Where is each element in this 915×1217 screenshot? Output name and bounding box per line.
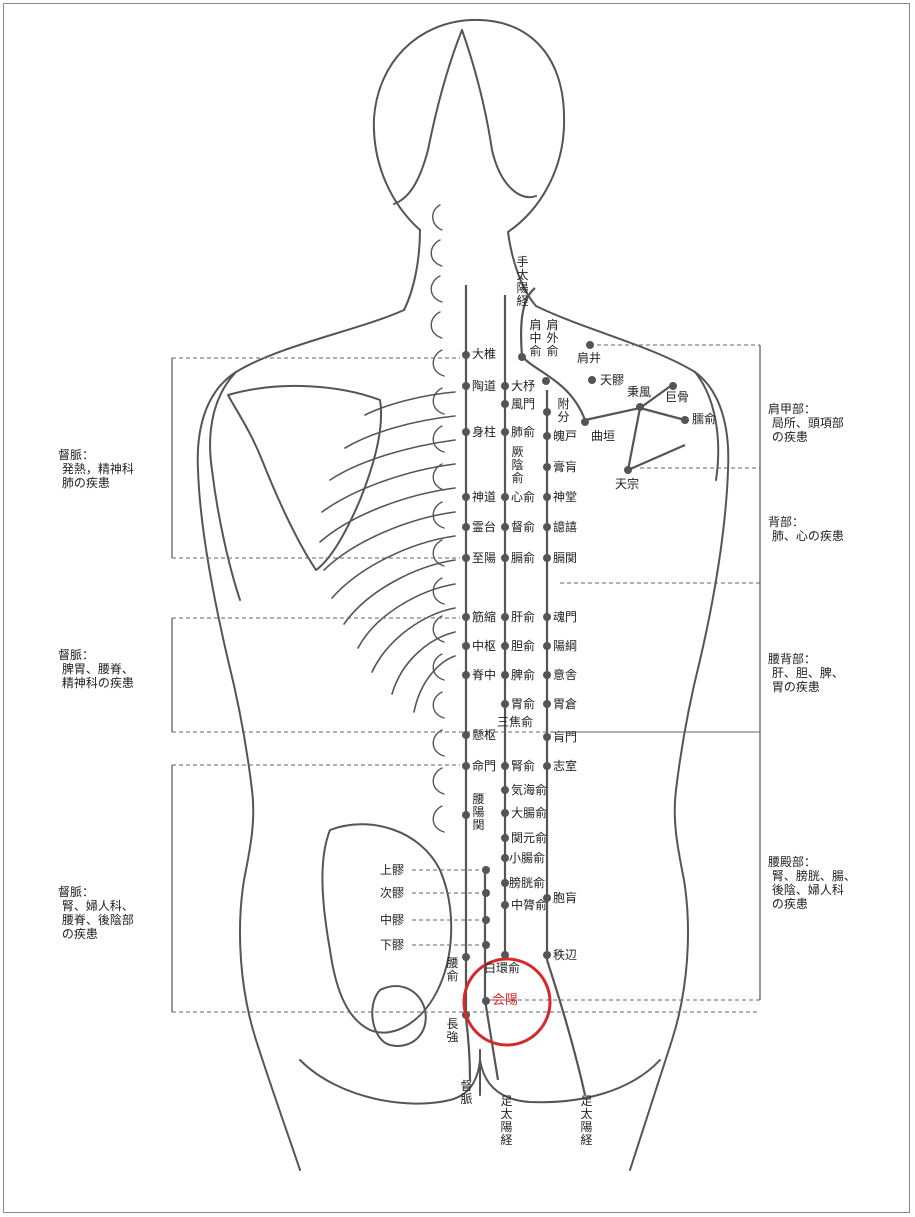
region-left-lower: 督脈： 腎、婦人科、 腰脊、後陰部 の疾患 <box>58 885 134 941</box>
point-tianzong: 天宗 <box>615 478 639 491</box>
hair-line <box>394 30 536 204</box>
point-changqiang: 長強 <box>446 1018 459 1044</box>
point-shangliao: 上髎 <box>380 864 404 877</box>
point-jizhong: 脊中 <box>472 669 496 682</box>
point-zhibian: 秩辺 <box>553 949 577 962</box>
point-zhiyang: 至陽 <box>472 552 496 565</box>
point-yanggang: 陽綱 <box>553 640 577 653</box>
point-jianjing: 肩井 <box>577 352 601 365</box>
point-qihaishu: 気海俞 <box>511 784 547 797</box>
point-shenzhu: 身柱 <box>472 426 496 439</box>
point-fufen: 附分 <box>557 398 570 424</box>
point-pangguangshu: 膀胱俞 <box>509 877 545 890</box>
point-xuanshu: 懸枢 <box>472 729 496 742</box>
point-mingmen: 命門 <box>472 760 496 773</box>
meridian-label-si: 手太陽経 <box>516 256 529 308</box>
point-bingfeng: 秉風 <box>627 386 651 399</box>
point-yaoshu: 腰俞 <box>446 957 459 983</box>
point-yishe: 意舎 <box>553 669 577 682</box>
region-left-upper: 督脈： 発熱，精神科 肺の疾患 <box>58 448 134 490</box>
meridian-label-bl-outer: 足太陽経 <box>580 1095 593 1147</box>
bl-outer-lower <box>547 960 585 1095</box>
region-right-back: 背部： 肺、心の疾患 <box>768 515 844 543</box>
right-waist-outline <box>630 790 688 1170</box>
point-jianwaishu: 肩外俞 <box>546 319 559 358</box>
pelvis-outline <box>322 824 451 1032</box>
point-geguan: 膈関 <box>553 552 577 565</box>
region-left-middle: 督脈： 脾胃、腰脊、 精神科の疾患 <box>58 648 134 690</box>
point-xialiao: 下髎 <box>380 939 404 952</box>
point-gaohuang: 膏肓 <box>553 461 577 474</box>
point-shentang: 神堂 <box>553 491 577 504</box>
region-right-lumbar: 腰背部： 肝、胆、脾、 胃の疾患 <box>768 652 844 694</box>
right-arm-outline <box>695 372 718 480</box>
point-shendao: 神道 <box>472 491 496 504</box>
point-hunmen: 魂門 <box>553 611 577 624</box>
ribs <box>320 392 455 712</box>
point-jianzhongshu: 肩中俞 <box>529 319 542 358</box>
meridian-label-gv: 督脈 <box>460 1080 473 1106</box>
point-pohu: 魄戸 <box>553 430 577 443</box>
point-weishu: 胃俞 <box>511 698 535 711</box>
point-jinsuo: 筋縮 <box>472 611 496 624</box>
region-right-sacral: 腰殿部： 腎、膀胱、腸、 後陰、婦人科 の疾患 <box>768 855 856 911</box>
spine-vertebrae <box>431 205 444 832</box>
point-danshu: 胆俞 <box>511 640 535 653</box>
point-zhongliao: 中髎 <box>380 914 404 927</box>
point-daizhui: 大椎 <box>472 348 496 361</box>
point-dushu: 督俞 <box>511 521 535 534</box>
point-fengmen: 風門 <box>511 398 535 411</box>
left-waist-outline <box>240 790 300 1170</box>
point-huangmen: 肓門 <box>553 731 577 744</box>
point-guanyuanshu: 関元俞 <box>511 832 547 845</box>
point-huiyang: 会陽 <box>492 994 518 1007</box>
scapula-outline <box>228 386 381 570</box>
point-baohuang: 胞肓 <box>553 892 577 905</box>
meridian-label-bl-inner: 足太陽経 <box>500 1095 513 1147</box>
point-geshu: 膈俞 <box>511 552 535 565</box>
bl-inner-lower <box>485 872 498 1080</box>
point-yixi: 譩譆 <box>553 521 577 534</box>
point-xinshu: 心俞 <box>511 491 535 504</box>
point-zhongshu: 中枢 <box>472 640 496 653</box>
point-feishu: 肺俞 <box>511 426 535 439</box>
point-lingtai: 霊台 <box>472 521 496 534</box>
point-dachangshu: 大腸俞 <box>511 807 547 820</box>
point-quyuan: 曲垣 <box>591 430 615 443</box>
point-zhishi: 志室 <box>553 760 577 773</box>
point-pishu: 脾俞 <box>511 669 535 682</box>
point-ciliao: 次髎 <box>380 887 404 900</box>
point-jugu: 巨骨 <box>665 391 689 404</box>
point-jueyinshu: 厥陰俞 <box>511 446 524 485</box>
gv-end <box>466 1018 470 1080</box>
region-right-shoulder: 肩甲部： 局所、頭項部 の疾患 <box>768 402 844 444</box>
point-yaoyangguan: 腰陽関 <box>472 793 485 832</box>
point-tianliao: 天髎 <box>600 374 624 387</box>
point-dazhu: 大杼 <box>511 380 535 393</box>
point-shenshu: 腎俞 <box>511 760 535 773</box>
point-baihuanshu: 白環俞 <box>484 962 520 975</box>
point-xiaochangshu: 小腸俞 <box>509 852 545 865</box>
point-zhonglushu: 中膂俞 <box>511 899 547 912</box>
point-weicang: 胃倉 <box>553 698 577 711</box>
point-naoshu: 臑俞 <box>692 413 716 426</box>
point-ganshu: 肝俞 <box>511 611 535 624</box>
point-taodao: 陶道 <box>472 380 496 393</box>
point-sanjiaoshu: 三焦俞 <box>497 716 533 729</box>
femur-head <box>372 986 426 1046</box>
